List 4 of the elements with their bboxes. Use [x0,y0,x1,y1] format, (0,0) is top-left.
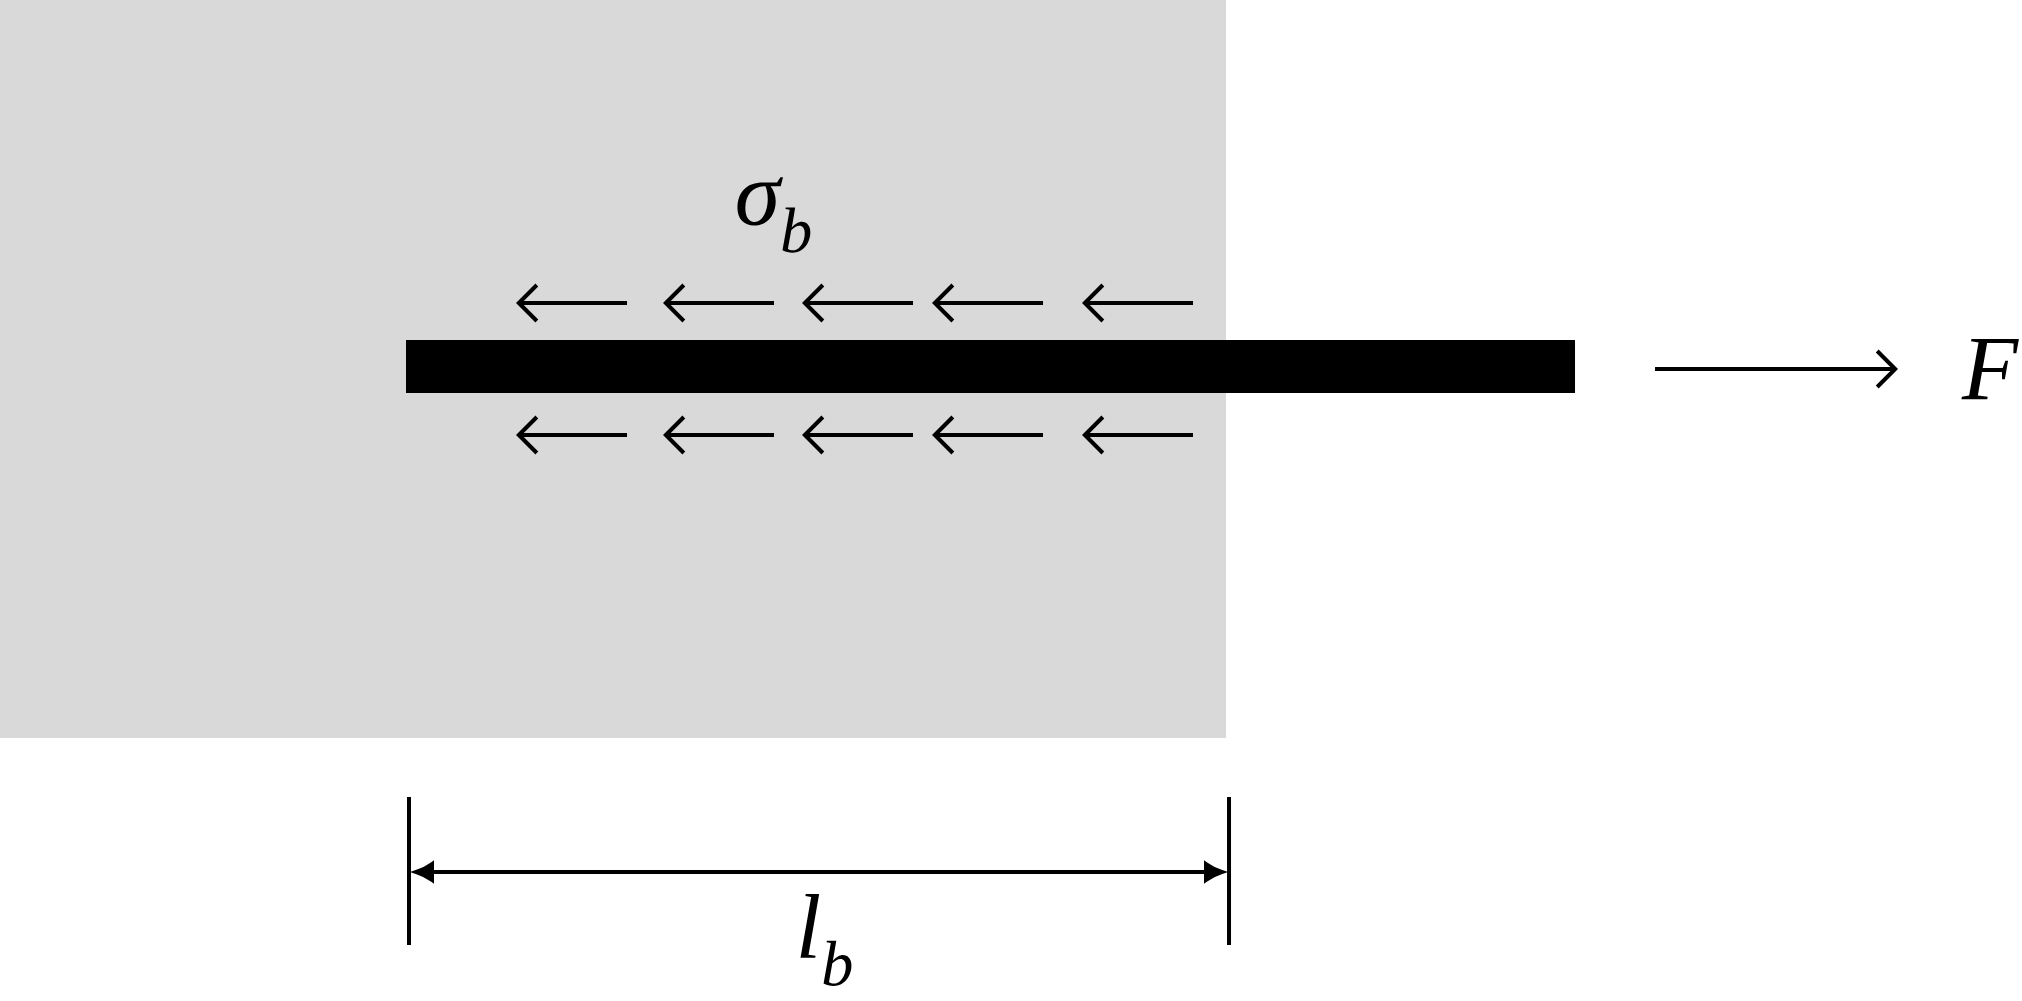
length-label: l$_{b}$ [800,894,852,986]
stress-label: σ$_{b}$ [737,177,811,253]
force-label: F [1961,338,2019,400]
rebar [406,340,1575,393]
